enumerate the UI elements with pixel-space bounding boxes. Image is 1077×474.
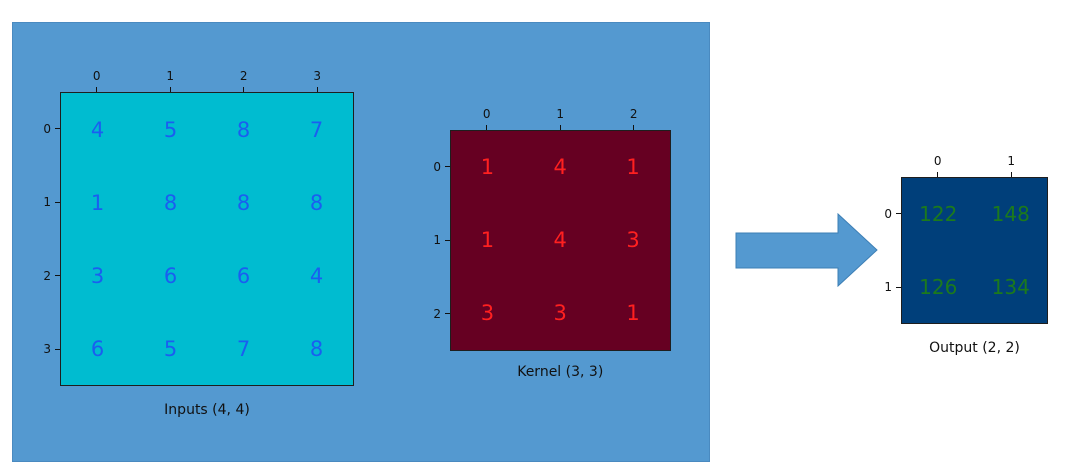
kernel-col-label: 2 (629, 107, 638, 121)
output-row-label: 0 (884, 206, 892, 221)
inputs-cell: 8 (309, 336, 324, 361)
output-col-tick (1010, 172, 1012, 177)
inputs-cell: 5 (163, 117, 178, 142)
kernel-row-tick (445, 313, 450, 315)
kernel-cell: 1 (480, 155, 495, 180)
kernel-cell: 3 (480, 301, 495, 326)
inputs-cell: 6 (163, 263, 178, 288)
kernel-row-label: 2 (433, 306, 441, 321)
output-cell: 148 (991, 202, 1030, 227)
inputs-cell: 5 (163, 336, 178, 361)
inputs-grid: 4 5 8 7 1 8 8 8 3 6 6 4 6 5 7 8 (60, 92, 354, 386)
kernel-cell: 1 (626, 301, 640, 326)
inputs-cell: 4 (90, 117, 105, 142)
output-row-tick (896, 213, 901, 215)
right-arrow-icon (735, 213, 878, 287)
inputs-cell: 3 (90, 263, 105, 288)
inputs-col-tick (243, 87, 245, 92)
inputs-cell: 8 (236, 190, 251, 215)
kernel-cell: 3 (626, 228, 640, 253)
output-cell: 122 (919, 202, 958, 227)
kernel-col-tick (559, 125, 561, 130)
inputs-caption: Inputs (4, 4) (164, 402, 250, 418)
inputs-row-label: 2 (43, 268, 51, 283)
kernel-cell: 1 (626, 155, 640, 180)
output-row-label: 1 (884, 280, 892, 295)
kernel-row-tick (445, 166, 450, 168)
inputs-cell: 8 (236, 117, 251, 142)
inputs-row-tick (55, 201, 60, 203)
kernel-col-tick (633, 125, 635, 130)
output-col-label: 1 (1007, 154, 1016, 168)
kernel-cell: 1 (480, 228, 495, 253)
inputs-row-label: 1 (43, 195, 51, 210)
output-col-label: 0 (933, 154, 942, 168)
inputs-cell: 6 (236, 263, 251, 288)
inputs-col-tick (169, 87, 171, 92)
kernel-col-label: 0 (482, 107, 491, 121)
output-cell: 134 (991, 274, 1030, 299)
output-col-tick (937, 172, 939, 177)
kernel-row-tick (445, 239, 450, 241)
inputs-col-tick (96, 87, 98, 92)
inputs-row-tick (55, 275, 60, 277)
output-grid: 122 148 126 134 (901, 177, 1048, 324)
inputs-cell: 6 (90, 336, 105, 361)
output-row-tick (896, 286, 901, 288)
inputs-col-label: 3 (313, 69, 322, 83)
inputs-cell: 8 (309, 190, 324, 215)
kernel-cell: 4 (553, 228, 567, 253)
inputs-row-label: 3 (43, 342, 51, 357)
kernel-cell: 4 (553, 155, 567, 180)
inputs-cell: 8 (163, 190, 178, 215)
inputs-row-tick (55, 128, 60, 130)
kernel-row-label: 1 (433, 233, 441, 248)
kernel-caption: Kernel (3, 3) (517, 364, 604, 380)
inputs-row-tick (55, 348, 60, 350)
inputs-col-label: 2 (239, 69, 248, 83)
inputs-col-label: 0 (92, 69, 101, 83)
inputs-cell: 1 (90, 190, 105, 215)
kernel-col-tick (486, 125, 488, 130)
kernel-cell: 3 (553, 301, 567, 326)
kernel-grid: 1 4 1 1 4 3 3 3 1 (450, 130, 671, 351)
inputs-cell: 7 (236, 336, 251, 361)
inputs-cell: 4 (309, 263, 324, 288)
inputs-cell: 7 (309, 117, 324, 142)
kernel-col-label: 1 (556, 107, 565, 121)
inputs-row-label: 0 (43, 121, 51, 136)
kernel-row-label: 0 (433, 159, 441, 174)
output-caption: Output (2, 2) (929, 340, 1020, 356)
inputs-col-tick (316, 87, 318, 92)
inputs-col-label: 1 (166, 69, 175, 83)
output-cell: 126 (919, 274, 958, 299)
